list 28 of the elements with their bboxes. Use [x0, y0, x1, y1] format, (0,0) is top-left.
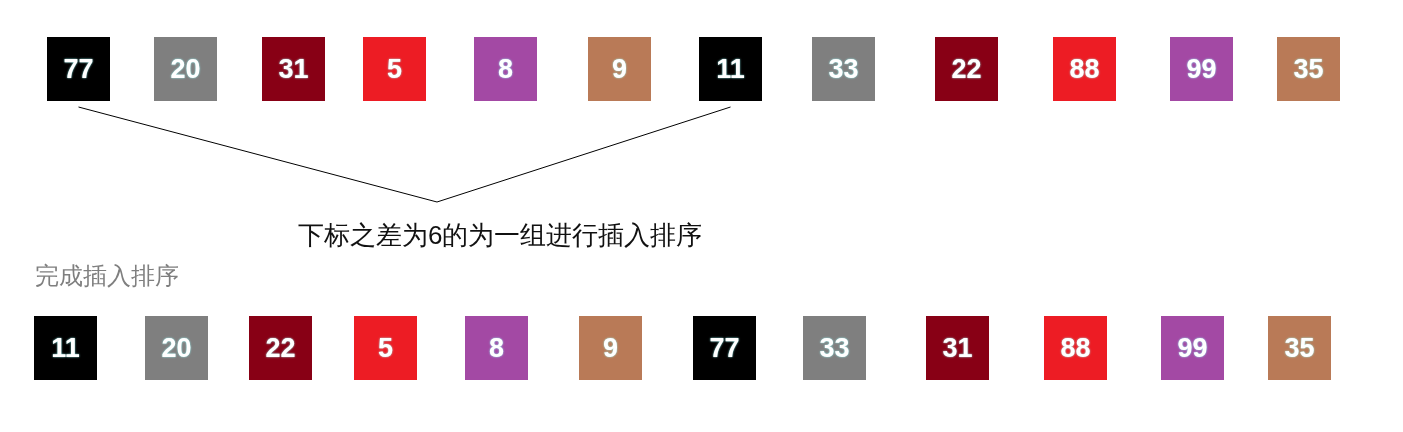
number-tile: 5 — [354, 316, 417, 380]
number-tile: 31 — [926, 316, 989, 380]
number-tile: 20 — [154, 37, 217, 101]
number-tile: 20 — [145, 316, 208, 380]
number-tile: 8 — [465, 316, 528, 380]
number-tile: 11 — [34, 316, 97, 380]
number-tile: 22 — [249, 316, 312, 380]
number-tile: 8 — [474, 37, 537, 101]
number-tile: 99 — [1161, 316, 1224, 380]
group-caption: 下标之差为6的为一组进行插入排序 — [298, 218, 703, 253]
number-tile: 31 — [262, 37, 325, 101]
number-tile: 22 — [935, 37, 998, 101]
bracket-line — [436, 106, 731, 203]
number-tile: 5 — [363, 37, 426, 101]
number-tile: 88 — [1053, 37, 1116, 101]
number-tile: 35 — [1268, 316, 1331, 380]
number-tile: 99 — [1170, 37, 1233, 101]
number-tile: 9 — [579, 316, 642, 380]
number-tile: 88 — [1044, 316, 1107, 380]
number-tile: 33 — [812, 37, 875, 101]
number-tile: 33 — [803, 316, 866, 380]
number-tile: 9 — [588, 37, 651, 101]
number-tile: 35 — [1277, 37, 1340, 101]
number-tile: 77 — [47, 37, 110, 101]
result-heading: 完成插入排序 — [35, 261, 179, 291]
bracket-line — [78, 106, 438, 203]
number-tile: 77 — [693, 316, 756, 380]
number-tile: 11 — [699, 37, 762, 101]
